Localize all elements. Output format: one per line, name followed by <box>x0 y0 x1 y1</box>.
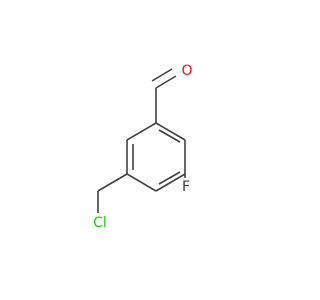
fluorine-atom-label: F <box>182 179 190 195</box>
chlorine-atom-label: Cl <box>93 215 107 231</box>
ring-bond-c3-c4 <box>155 173 186 192</box>
structure-diagram: O F Cl <box>93 63 193 231</box>
bond-ring-to-ch2 <box>97 173 128 192</box>
oxygen-atom-label: O <box>181 63 192 79</box>
bond-aldehyde-c-o-1 <box>155 75 177 89</box>
ring-bond-c4-c5 <box>126 173 157 192</box>
ring-inner-double-c1-c2 <box>158 129 181 143</box>
ring-inner-double-c3-c4 <box>158 171 181 185</box>
bond-aldehyde-c-o-2 <box>151 68 173 82</box>
ring-bond-c6-c1 <box>126 122 157 141</box>
ring-bond-c1-c2 <box>155 122 186 141</box>
